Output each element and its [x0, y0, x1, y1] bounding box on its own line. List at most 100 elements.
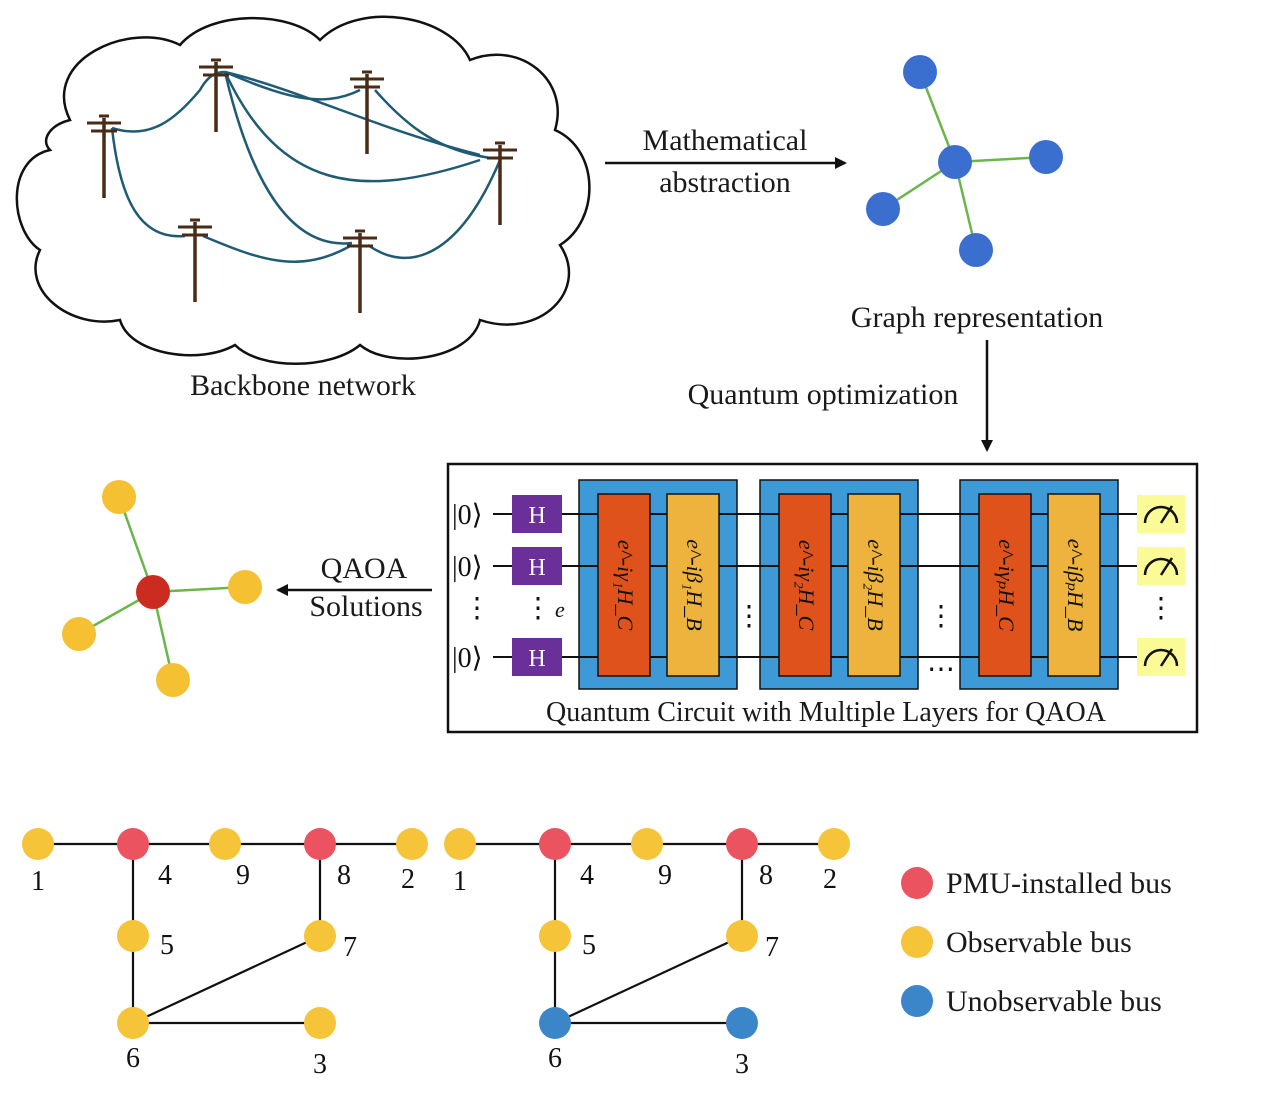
mixer-gate-label: e^-iβₚH_B [1063, 539, 1088, 632]
solution-node-observable [102, 480, 136, 514]
utility-pole-icon [350, 70, 384, 154]
bus-node [396, 828, 428, 860]
svg-text:H: H [528, 646, 545, 672]
transmission-line [224, 70, 361, 101]
legend-swatch [901, 985, 933, 1017]
bus-label: 2 [823, 864, 837, 895]
bus-node [539, 920, 571, 952]
bus-node [304, 1007, 336, 1039]
transmission-line [374, 89, 491, 160]
vdots-layer1: ⋮ [735, 601, 763, 632]
measurement-meter-icon [1137, 638, 1185, 676]
e-label: e [555, 597, 565, 622]
bus-label: 6 [126, 1043, 140, 1074]
math-abstraction-line2: abstraction [659, 166, 791, 199]
bus-label: 5 [160, 930, 174, 961]
legend-swatch [901, 926, 933, 958]
vdots-kets: ⋮ [463, 593, 491, 624]
bus-label: 3 [735, 1049, 749, 1080]
legend-label: Observable bus [946, 926, 1132, 959]
graph-node [959, 233, 993, 267]
graph-representation-label: Graph representation [851, 301, 1103, 334]
transmission-line [223, 71, 481, 183]
utility-poles [87, 58, 517, 313]
qaoa-solutions-line2: Solutions [309, 590, 422, 623]
mixer-gate [1047, 493, 1101, 677]
solution-node-pmu [136, 575, 170, 609]
quantum-optimization-label: Quantum optimization [688, 378, 959, 411]
cost-gate-label: e^-iγ₁H_C [613, 540, 638, 631]
bus-label: 4 [580, 860, 594, 891]
cost-gate [978, 493, 1032, 677]
transmission-line [111, 70, 226, 133]
abstraction-arrow-group: Mathematical abstraction [605, 124, 847, 199]
h-gate: H [512, 547, 562, 585]
cost-gate [778, 493, 832, 677]
transmission-line [202, 234, 353, 263]
ket-zero: |0⟩ [452, 643, 483, 674]
vdots-h: ⋮ [524, 593, 552, 624]
cloud-shape [15, 15, 591, 365]
h-gate: H [512, 495, 562, 533]
measurement-meter-icon [1137, 547, 1185, 585]
measurement-meter-icon [1137, 495, 1185, 533]
graph-representation [866, 55, 1063, 267]
bus-label: 7 [765, 932, 779, 963]
bus-label: 8 [759, 860, 773, 891]
solution-node-observable [156, 663, 190, 697]
bus-node [444, 828, 476, 860]
bus-node [304, 920, 336, 952]
qaoa-solutions-arrow-group: QAOA Solutions [276, 552, 432, 623]
ket-zero: |0⟩ [452, 500, 483, 531]
bus-label: 4 [158, 860, 172, 891]
bus-label: 8 [337, 860, 351, 891]
solution-node-observable [228, 570, 262, 604]
utility-pole-icon [343, 229, 377, 313]
circuit-caption: Quantum Circuit with Multiple Layers for… [546, 697, 1107, 728]
bus-node [539, 828, 571, 860]
h-gate: H [512, 638, 562, 676]
solution-node-observable [62, 617, 96, 651]
bus-label: 7 [343, 932, 357, 963]
ket-zero: |0⟩ [452, 552, 483, 583]
solution-graph [62, 480, 262, 697]
legend-swatch [901, 867, 933, 899]
bus-node [22, 828, 54, 860]
backbone-label: Backbone network [190, 369, 416, 402]
mixer-gate-label: e^-iβ₂H_B [863, 539, 888, 630]
bus-label: 6 [548, 1043, 562, 1074]
graph-node [903, 55, 937, 89]
bus-label: 2 [401, 864, 415, 895]
legend-item: Observable bus [901, 926, 1132, 959]
graph-node [938, 145, 972, 179]
utility-pole-icon [87, 114, 121, 198]
legend-item: Unobservable bus [901, 985, 1162, 1018]
bus-label: 1 [453, 866, 467, 897]
utility-pole-icon [178, 218, 212, 302]
bus-node [209, 828, 241, 860]
mixer-gate [847, 493, 901, 677]
graph-node [1029, 140, 1063, 174]
svg-text:H: H [528, 503, 545, 529]
qaoa-solutions-line1: QAOA [321, 552, 408, 585]
bus-label: 5 [582, 930, 596, 961]
vdots-layer2: ⋮ [927, 601, 955, 632]
legend-label: Unobservable bus [946, 985, 1162, 1018]
bus-node [539, 1007, 571, 1039]
bus-label: 9 [236, 860, 250, 891]
bus-node [117, 920, 149, 952]
svg-text:H: H [528, 555, 545, 581]
legend-label: PMU-installed bus [946, 867, 1172, 900]
legend-item: PMU-installed bus [901, 867, 1172, 900]
bus-label: 9 [658, 860, 672, 891]
utility-pole-icon [483, 141, 517, 225]
transmission-line [110, 127, 186, 238]
